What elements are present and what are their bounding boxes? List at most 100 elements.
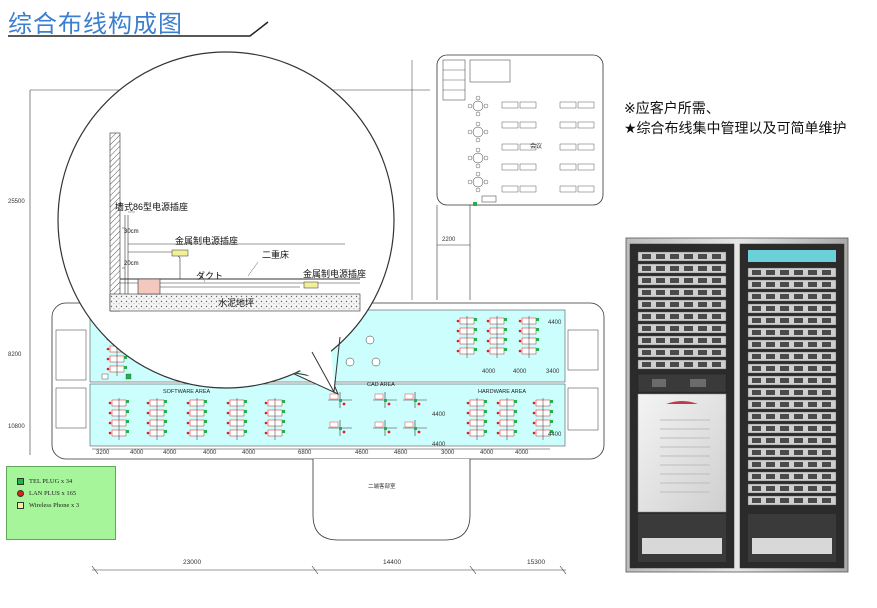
lan-plug [226, 411, 230, 415]
tel-plug [384, 427, 387, 430]
drive-bay [794, 462, 803, 467]
rack-left-unit [637, 335, 727, 346]
chair [483, 103, 489, 109]
rack-right-unit [747, 447, 837, 458]
desk [577, 163, 595, 171]
rack-left-unit [637, 347, 727, 358]
title-underline [8, 21, 269, 37]
drive-bay [822, 474, 831, 479]
drive-bay [808, 354, 817, 359]
label-concrete: 水泥地坪 [218, 297, 254, 308]
tel-plug [484, 400, 487, 403]
rack-left-unit [637, 275, 727, 286]
chair [483, 155, 489, 161]
lan-plug [226, 421, 230, 425]
drive-bay [656, 350, 665, 355]
meeting-building: 会议 2200 [411, 54, 604, 300]
rack-left-unit [637, 299, 727, 310]
drive-bay [780, 270, 789, 275]
round-table [472, 152, 484, 164]
cad-monitor [374, 421, 384, 428]
tel-plug [282, 410, 285, 413]
drive-bay [822, 390, 831, 395]
lan-plug [186, 411, 190, 415]
tel-plug [474, 328, 477, 331]
drive-bay [822, 498, 831, 503]
desk [519, 185, 537, 193]
rack-right-unit [747, 363, 837, 374]
drive-bay [670, 254, 679, 259]
desk [519, 163, 537, 171]
drive-bay [808, 402, 817, 407]
tel-plug [474, 318, 477, 321]
drive-bay [698, 362, 707, 367]
rack-left-unit [637, 287, 727, 298]
drive-bay [684, 290, 693, 295]
drive-bay [794, 450, 803, 455]
rack-left-unit [637, 263, 727, 274]
dim-left-2: 8200 [8, 352, 22, 358]
rack-right-unit [747, 387, 837, 398]
drive-bay [780, 390, 789, 395]
tel-plug [536, 328, 539, 331]
drive-bay [808, 306, 817, 311]
lan-plug [466, 411, 470, 415]
dim-right-4400-b: 4400 [548, 432, 562, 438]
drive-bay [780, 414, 789, 419]
lan-plug [226, 401, 230, 405]
rack-right-unit [747, 435, 837, 446]
drive-bay [794, 270, 803, 275]
dim-bottom: 4600 [394, 450, 408, 456]
drive-bay [752, 498, 761, 503]
drive-bay [766, 354, 775, 359]
drive-bay [794, 354, 803, 359]
drive-bay [808, 318, 817, 323]
drive-bay [780, 318, 789, 323]
drive-bay [794, 282, 803, 287]
tel-plug [164, 400, 167, 403]
drive-bay [698, 326, 707, 331]
label-metal-socket-2: 金属制电源插座 [303, 268, 366, 279]
rack-right-unit [747, 279, 837, 290]
tel-plug [414, 427, 417, 430]
drive-bay [808, 282, 817, 287]
desk [559, 143, 577, 151]
drive-bay [712, 362, 721, 367]
dim-bottom: 6800 [298, 450, 312, 456]
tel-plug [484, 410, 487, 413]
drive-bay [766, 498, 775, 503]
drive-bay [822, 270, 831, 275]
round-table [365, 335, 375, 345]
drive-bay [822, 378, 831, 383]
lan-plug [146, 431, 150, 435]
lan-plug [532, 421, 536, 425]
label-socket-86: 墙式86型电源插座 [115, 201, 188, 212]
drive-bay [766, 438, 775, 443]
drive-bay [780, 486, 789, 491]
drive-bay [794, 342, 803, 347]
drive-bay [766, 378, 775, 383]
desk [559, 185, 577, 193]
drive-bay [766, 474, 775, 479]
drive-bay [794, 378, 803, 383]
tel-plug [126, 410, 129, 413]
drive-bay [808, 270, 817, 275]
lan-plug [342, 402, 346, 406]
tel-plug [536, 318, 539, 321]
drive-bay [808, 498, 817, 503]
lan-plug [264, 401, 268, 405]
tel-plug [244, 430, 247, 433]
plug-legend: TEL PLUG x 34 LAN PLUS x 165 Wireless Ph… [6, 466, 116, 540]
drive-bay [752, 390, 761, 395]
lan-plug [146, 401, 150, 405]
round-table [371, 357, 381, 367]
drive-bay [780, 342, 789, 347]
drive-bay [698, 266, 707, 271]
drive-bay [794, 306, 803, 311]
desk [577, 143, 595, 151]
lan-plug [186, 401, 190, 405]
drive-bay [752, 438, 761, 443]
lan-plug [518, 339, 522, 343]
drive-bay [822, 402, 831, 407]
drive-bay [794, 486, 803, 491]
